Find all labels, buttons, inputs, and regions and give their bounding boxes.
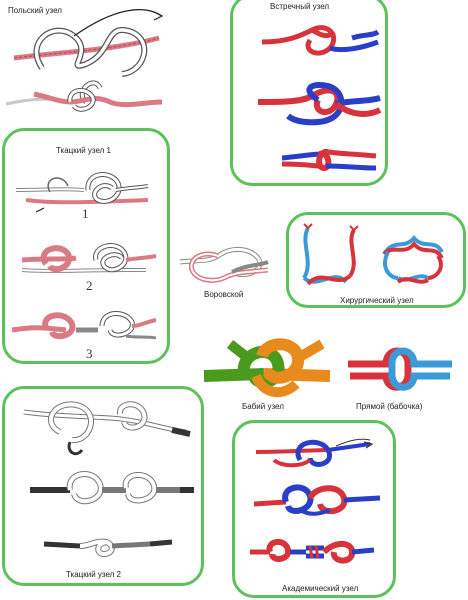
weaver-knot-1-label: Ткацкий узел 1 [56, 146, 112, 155]
weaver-step-3-number: 3 [86, 346, 93, 361]
thief-knot-drawing [179, 247, 269, 283]
weaver-knot-1-panel [2, 128, 170, 364]
surgeon-knot-label: Хирургический узел [340, 296, 414, 305]
counter-knot-panel [230, 0, 388, 186]
counter-knot-drawing [257, 25, 382, 172]
weaver-knot-2-label: Ткацкий узел 2 [66, 570, 122, 579]
granny-knot-label: Бабий узел [242, 402, 284, 411]
reef-knot-label: Прямой (бабочка) [356, 402, 423, 411]
weaver-step-1-number: 1 [82, 206, 89, 221]
reef-knot-drawing [348, 347, 452, 391]
polish-knot-label: Польский узел [8, 6, 62, 15]
academic-knot-drawing [250, 438, 381, 564]
surgeon-knot-panel [286, 212, 466, 308]
weaver-knot-1-drawing [11, 172, 157, 340]
thief-knot-label: Воровской [204, 290, 244, 299]
weaver-knot-2-drawing [23, 401, 194, 558]
counter-knot-label: Встречный узел [270, 2, 330, 11]
polish-knot-drawing [5, 9, 164, 112]
weaver-knot-2-panel [2, 386, 204, 586]
weaver-step-2-number: 2 [86, 278, 93, 293]
academic-knot-label: Академический узел [282, 584, 359, 593]
academic-knot-panel [232, 420, 396, 598]
granny-knot-drawing [203, 338, 331, 398]
surgeon-knot-drawing [302, 223, 444, 286]
